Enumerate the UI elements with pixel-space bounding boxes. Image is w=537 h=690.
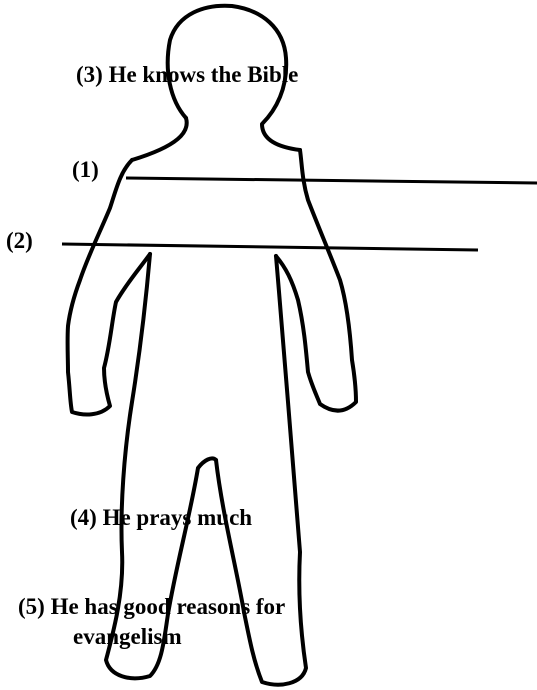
label-prays-much: (4) He prays much [70,505,253,530]
level-line-1 [125,176,537,185]
figure-left-leg [104,252,218,681]
label-knows-bible: (3) He knows the Bible [76,62,299,87]
level-line-2 [61,242,479,252]
figure-right-leg [214,254,308,687]
figure-neck-left [130,116,189,162]
label-level-1: (1) [72,157,99,182]
label-good-reasons: (5) He has good reasons for [18,594,286,619]
label-level-2: (2) [6,228,33,253]
figure-right-side [274,148,358,413]
figure-head-outline [165,3,302,152]
label-evangelism: evangelism [73,624,182,649]
figure-left-side [65,158,152,417]
